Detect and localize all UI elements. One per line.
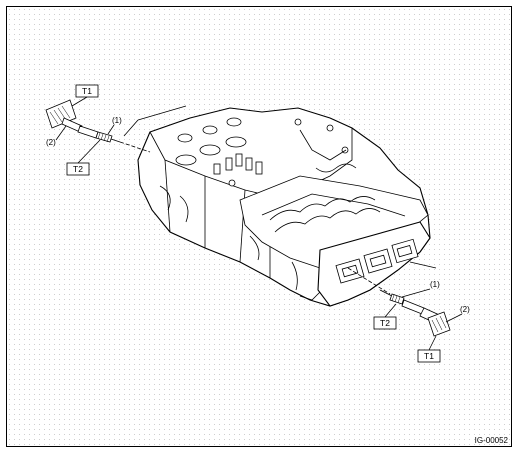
right-spark-plug [379,289,405,305]
left-spark-plug [95,131,121,143]
callout-t1-right: T1 [417,335,441,363]
svg-text:(2): (2) [460,305,470,314]
callout-plug-right: (1) [401,280,440,298]
svg-text:(2): (2) [46,138,56,147]
callout-coil-right: (2) [445,305,470,323]
callout-coil-left: (2) [46,125,67,147]
svg-text:T2: T2 [380,318,390,328]
svg-text:(1): (1) [430,280,440,289]
callout-t2-left: T2 [66,139,101,176]
right-ignition-coil [401,299,451,337]
svg-text:T1: T1 [82,86,92,96]
figure-id: IG-00052 [475,436,509,445]
callout-t1-left: T1 [71,84,99,107]
callout-t2-right: T2 [373,303,397,330]
svg-text:T2: T2 [73,164,83,174]
left-ignition-coil [45,99,99,139]
callout-plug-left: (1) [107,116,122,135]
engine-block [137,107,431,307]
svg-text:(1): (1) [112,116,122,125]
svg-text:T1: T1 [424,351,434,361]
